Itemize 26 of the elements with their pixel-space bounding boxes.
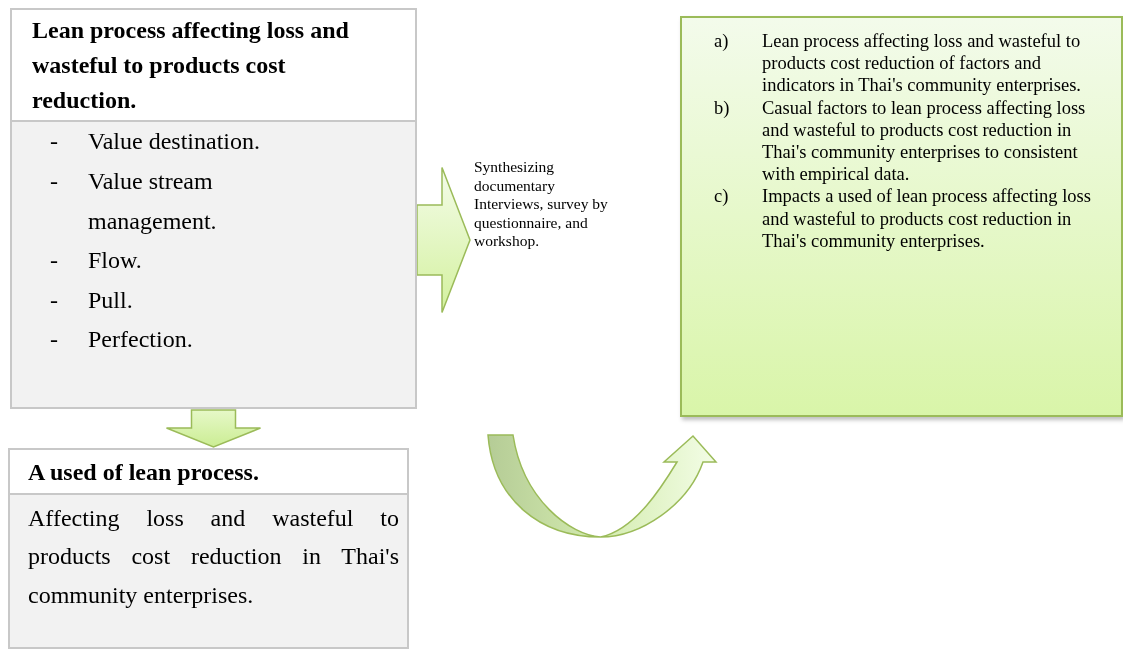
list-marker: - — [50, 246, 59, 276]
process-box — [10, 8, 417, 409]
box-text: Affecting loss and wasteful to products cost reduction in Thai's community enterprises. — [28, 503, 399, 610]
process-box — [8, 448, 409, 649]
list-item: Perfection. — [88, 325, 194, 355]
list-item: Casual factors to lean process affecting loss and wasteful to products cost reduction in Thai's community enterprises to consistent with empirical data. — [762, 96, 1087, 186]
list-marker: - — [50, 325, 59, 355]
box-heading: A used of lean process. — [10, 450, 407, 495]
list-marker: - — [50, 285, 59, 315]
box-heading: Lean process affecting loss and wasteful to products cost reduction. — [12, 10, 415, 123]
curved-arrow — [487, 434, 717, 538]
method-text: Synthesizing documentary Interviews, survey by questionnaire, and workshop. — [474, 158, 624, 251]
list-item: Value destination. — [88, 127, 261, 157]
list-marker: c) — [714, 185, 730, 208]
result-box — [680, 16, 1123, 417]
list-marker: - — [50, 127, 59, 157]
block-arrow — [416, 166, 471, 314]
block-arrow — [165, 409, 262, 448]
list-marker: a) — [714, 30, 730, 53]
list-marker: b) — [714, 96, 731, 119]
list-item: Value stream management. — [88, 167, 218, 236]
list-item: Pull. — [88, 285, 134, 315]
list-item: Flow. — [88, 246, 143, 276]
list-item: Impacts a used of lean process affecting loss and wasteful to products cost reduction in Thai's community enterprises. — [762, 185, 1092, 252]
list-item: Lean process affecting loss and wasteful to products cost reduction of factors and indicators in Thai's community enterprises. — [762, 30, 1082, 97]
list-marker: - — [50, 167, 59, 196]
